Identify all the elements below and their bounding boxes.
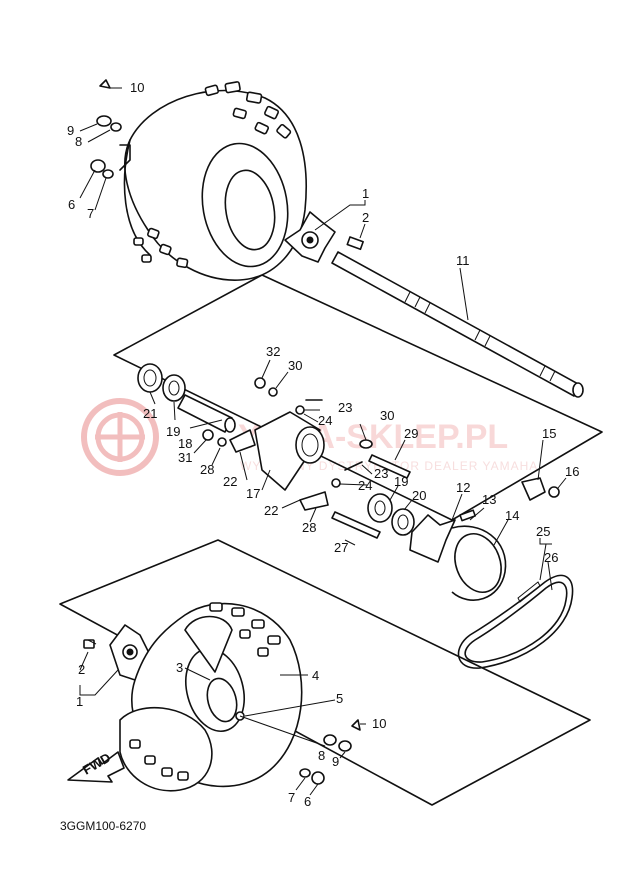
tread-blocks [133,81,292,269]
fwd-arrow-icon: FWD [67,750,125,783]
callout-9-bottom: 9 [332,754,339,769]
callout-31: 31 [178,450,192,465]
lower-wheel [119,602,303,792]
diagram-code: 3GGM100-6270 [60,819,146,833]
callout-19-right: 19 [394,474,408,489]
callout-3: 3 [176,660,183,675]
callout-32: 32 [266,344,280,359]
callout-2-top: 2 [362,210,369,225]
callout-27: 27 [334,540,348,555]
callout-29: 29 [404,426,418,441]
lower-tread-blocks [129,602,281,781]
drive-chain [457,574,574,669]
callout-5: 5 [336,691,343,706]
callout-14: 14 [505,508,519,523]
callout-4: 4 [312,668,319,683]
lower-plane-outline [59,539,591,806]
callout-1-top: 1 [362,186,369,201]
callout-10-bottom: 10 [372,716,386,731]
axle-housing [202,377,363,511]
upper-left-fasteners [90,79,131,179]
callout-21: 21 [143,406,157,421]
callout-12: 12 [456,480,470,495]
callout-1-bottom: 1 [76,694,83,709]
callout-11: 11 [456,253,470,268]
callout-9-top: 9 [67,123,74,138]
callout-28-upper: 28 [200,462,214,477]
callout-18: 18 [178,436,192,451]
callout-10-top: 10 [130,80,144,95]
callout-16: 16 [565,464,579,479]
lower-right-fasteners [299,719,361,785]
callout-19-left: 19 [166,424,180,439]
callout-22-upper: 22 [223,474,237,489]
callout-30-left: 30 [288,358,302,373]
callout-23-lower: 23 [374,466,388,481]
callout-25: 25 [536,524,550,539]
callout-23-upper: 23 [338,400,352,415]
callout-7-top: 7 [87,206,94,221]
callout-8-top: 8 [75,134,82,149]
callout-2-bottom: 2 [78,662,85,677]
callout-15: 15 [542,426,556,441]
callout-6-bottom: 6 [304,794,311,809]
callout-24-lower: 24 [358,478,372,493]
callout-24-upper: 24 [318,413,332,428]
callout-17: 17 [246,486,260,501]
upper-wheel [123,81,308,281]
callout-30-right: 30 [380,408,394,423]
right-components [331,439,560,601]
callout-22-lower: 22 [264,503,278,518]
callout-8-bottom: 8 [318,748,325,763]
callout-20: 20 [412,488,426,503]
callout-28-lower: 28 [302,520,316,535]
axle-plane-outline [113,274,603,521]
rear-axle [331,251,584,398]
callout-13: 13 [482,492,496,507]
callout-6-top: 6 [68,197,75,212]
callout-7-bottom: 7 [288,790,295,805]
callouts: 10 9 8 6 7 1 2 11 32 30 21 19 18 31 28 2… [67,80,579,809]
callout-26: 26 [544,550,558,565]
leader-lines [79,87,567,796]
